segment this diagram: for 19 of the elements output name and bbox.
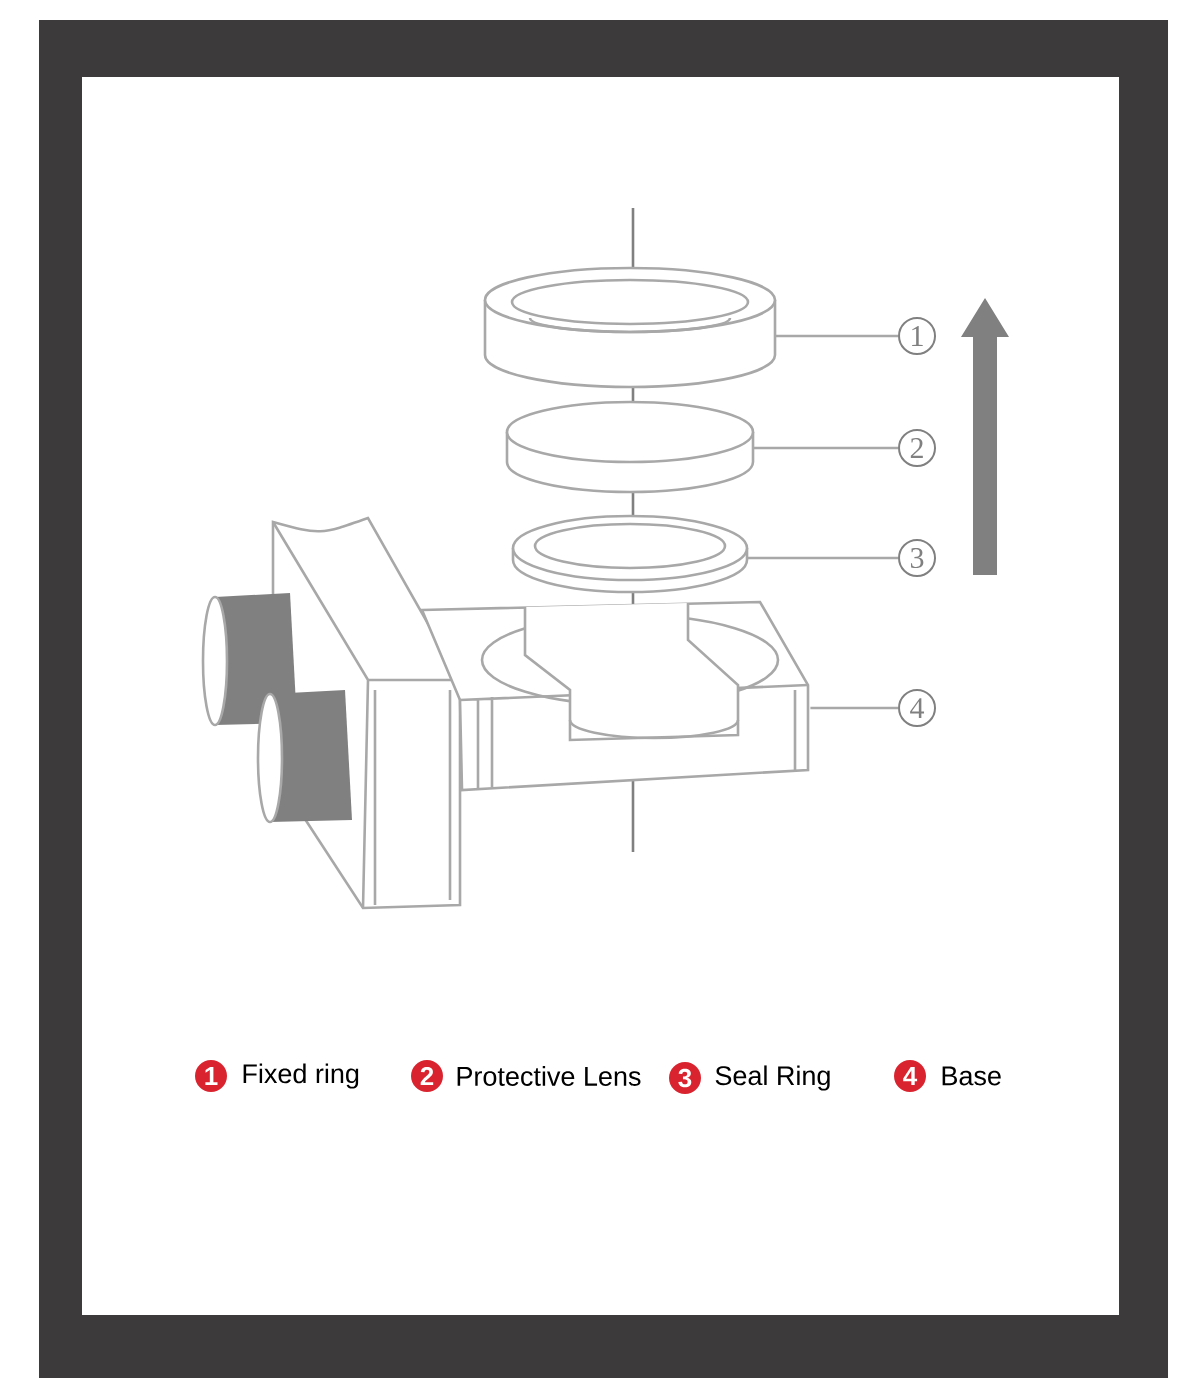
base-drawing <box>201 516 810 910</box>
part-name: Seal Ring <box>715 1065 830 1091</box>
number-badge: 2 <box>411 1060 443 1092</box>
number-badge: 4 <box>894 1060 926 1092</box>
leader-line <box>747 556 898 560</box>
part-name: Protective Lens <box>457 1066 641 1086</box>
callout-number: 2 <box>898 429 936 467</box>
number-badge: 3 <box>669 1062 701 1094</box>
leader-line <box>810 706 898 710</box>
part-name: Base <box>942 1066 1001 1086</box>
part-name: Fixed ring <box>243 1063 359 1089</box>
callout-number: 3 <box>898 539 936 577</box>
callout-number: 4 <box>898 689 936 727</box>
callout-number: 1 <box>898 317 936 355</box>
ring-drawing <box>511 514 749 594</box>
leader-line <box>775 334 898 338</box>
ring-drawing <box>483 266 777 389</box>
number-badge: 1 <box>195 1060 227 1092</box>
lens-drawing <box>505 400 755 494</box>
